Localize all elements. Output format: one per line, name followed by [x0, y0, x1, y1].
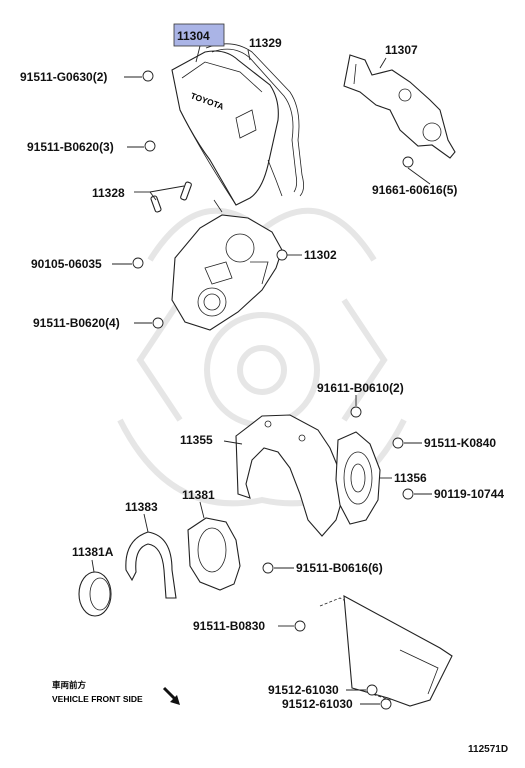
- label-91511-b0830[interactable]: 91511-B0830: [193, 619, 265, 633]
- label-11383[interactable]: 11383: [125, 500, 158, 514]
- label-91511-b0620-upper[interactable]: 91511-B0620(3): [27, 140, 114, 154]
- label-90119-10744[interactable]: 90119-10744: [434, 487, 504, 501]
- bolts: [132, 70, 414, 710]
- label-91511-k0840[interactable]: 91511-K0840: [424, 436, 496, 450]
- stud-90105-06035[interactable]: [132, 257, 144, 269]
- direction-japanese: 車両前方: [52, 680, 87, 691]
- leader-lines: [91, 45, 432, 705]
- timing-cover-plate[interactable]: [235, 414, 343, 537]
- bolt-91511-k0840[interactable]: [392, 437, 404, 449]
- bolt-91511-b0830[interactable]: [294, 620, 306, 632]
- bolt-91512-61030-b[interactable]: [380, 698, 392, 710]
- label-90105-06035[interactable]: 90105-06035: [31, 257, 102, 271]
- timing-belt-plate[interactable]: [343, 54, 456, 159]
- label-11304[interactable]: 11304: [177, 29, 210, 43]
- bolt-90119-10744[interactable]: [402, 488, 414, 500]
- cover-gasket[interactable]: [205, 43, 304, 197]
- highlight-box: [173, 23, 225, 47]
- seal-housing[interactable]: [335, 431, 381, 525]
- label-91512-61030-b[interactable]: 91512-61030: [282, 697, 353, 711]
- diagram-code: 112571D: [468, 744, 508, 755]
- direction-english: VEHICLE FRONT SIDE: [52, 694, 143, 704]
- oil-pan-section[interactable]: [319, 595, 453, 707]
- label-91512-61030-a[interactable]: 91512-61030: [268, 683, 339, 697]
- vehicle-front-note: 車両前方 VEHICLE FRONT SIDE: [52, 680, 180, 705]
- label-11381a[interactable]: 11381A: [72, 545, 114, 559]
- label-91511-b0616[interactable]: 91511-B0616(6): [296, 561, 383, 575]
- label-11356[interactable]: 11356: [394, 471, 427, 485]
- label-91661-60616[interactable]: 91661-60616(5): [372, 183, 457, 197]
- arrow-down-right-icon: [162, 686, 180, 705]
- part-labels: 11304 11329 11307 91511-G0630(2) 91511-B…: [20, 29, 504, 711]
- label-91511-b0620-lower[interactable]: 91511-B0620(4): [33, 316, 120, 330]
- rear-seal-gasket[interactable]: [187, 517, 241, 591]
- bolt-91611-b0610[interactable]: [350, 406, 362, 418]
- bolt-91511-b0620-upper[interactable]: [144, 140, 156, 152]
- timing-belt-cover-lower[interactable]: [171, 199, 283, 331]
- oil-seal-retainer[interactable]: [125, 531, 177, 599]
- bolt-91511-g0630[interactable]: [142, 70, 154, 82]
- bolt-91661-60616[interactable]: [402, 156, 414, 168]
- label-11355[interactable]: 11355: [180, 433, 213, 447]
- crankshaft-oil-seal[interactable]: [78, 571, 112, 617]
- label-11307[interactable]: 11307: [385, 43, 418, 57]
- cover-clips[interactable]: [150, 181, 192, 213]
- label-11328[interactable]: 11328: [92, 186, 125, 200]
- label-91511-g0630[interactable]: 91511-G0630(2): [20, 70, 107, 84]
- bolt-11302-fitting[interactable]: [276, 249, 288, 261]
- label-91611-b0610[interactable]: 91611-B0610(2): [317, 381, 404, 395]
- bolt-91511-b0616[interactable]: [262, 562, 274, 574]
- label-11381[interactable]: 11381: [182, 488, 215, 502]
- label-11302[interactable]: 11302: [304, 248, 337, 262]
- label-11329[interactable]: 11329: [249, 36, 282, 50]
- bolt-91511-b0620-lower[interactable]: [152, 317, 164, 329]
- bolt-91512-61030-a[interactable]: [366, 684, 378, 696]
- timing-belt-cover-upper[interactable]: TOYOTA: [171, 50, 279, 206]
